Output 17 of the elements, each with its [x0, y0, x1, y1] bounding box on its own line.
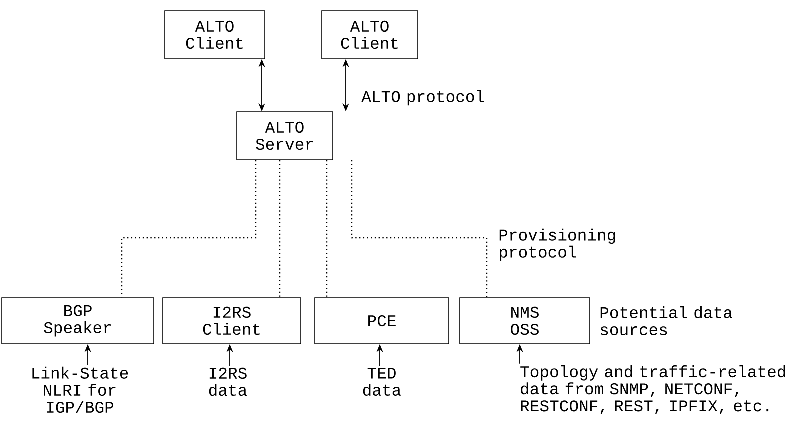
source-text: TED data	[363, 368, 402, 396]
dotted-connector	[279, 160, 281, 298]
process-box: PCE	[314, 298, 450, 344]
process-box: NMS OSS	[460, 298, 590, 344]
process-box: ALTO Server	[236, 112, 334, 160]
source-text: Topology and traffic-related data from SNMP, NETCONF, RESTCONF, REST, IPFIX, etc.	[520, 366, 786, 414]
edge-label: ALTO protocol	[362, 90, 484, 106]
process-box: ALTO Client	[164, 10, 266, 60]
process-box: ALTO Client	[322, 10, 418, 60]
edge-label: Provisioning protocol	[500, 228, 616, 262]
dotted-connector	[326, 160, 328, 298]
process-box: I2RS Client	[162, 298, 302, 344]
process-box: BGP Speaker	[2, 298, 154, 344]
dotted-connector	[351, 160, 488, 298]
source-text: I2RS data	[209, 368, 248, 396]
dotted-connector	[121, 160, 257, 298]
source-text: Link-State NLRI for IGP/BGP	[32, 366, 128, 414]
